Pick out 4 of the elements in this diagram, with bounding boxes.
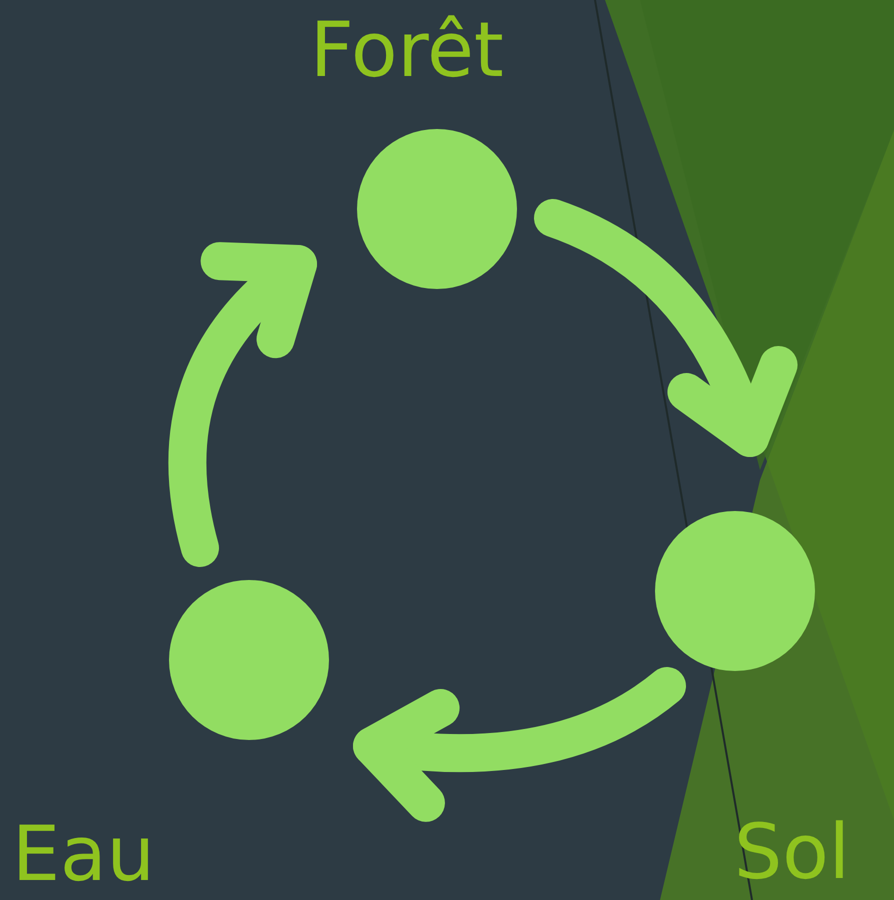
curved-arrow (534, 199, 796, 457)
curved-arrow (168, 245, 317, 567)
node-label: Eau (12, 812, 155, 896)
node-label: Forêt (310, 8, 504, 92)
